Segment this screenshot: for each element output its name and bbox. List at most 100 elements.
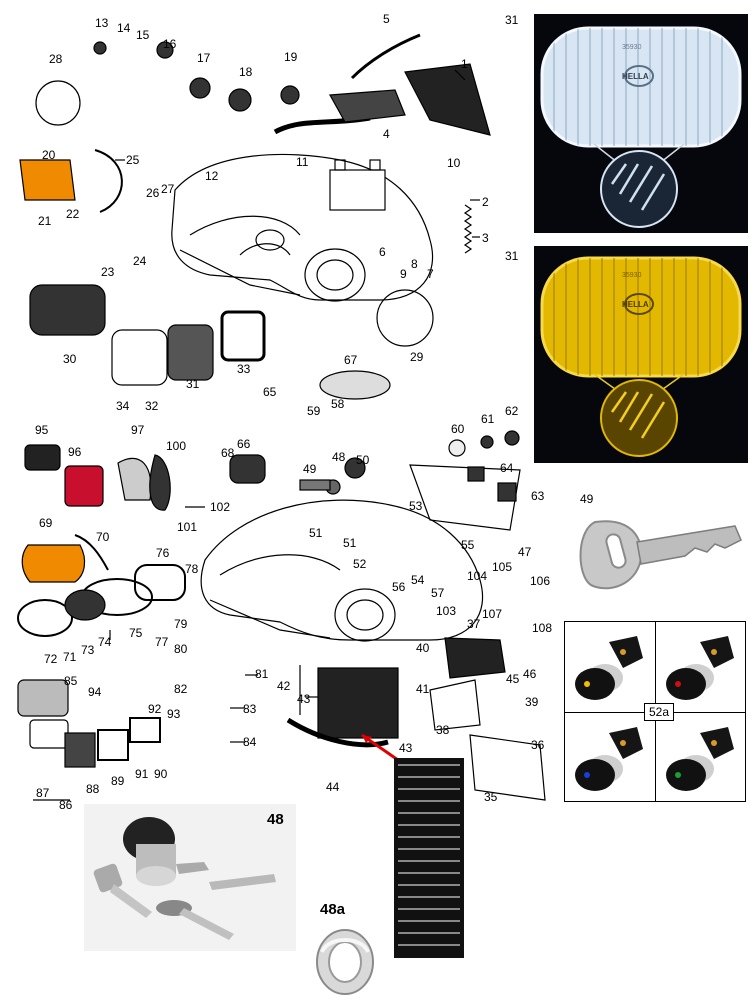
- callout-94: 94: [88, 685, 102, 699]
- callout-13: 13: [95, 16, 109, 30]
- callout-87: 87: [36, 786, 50, 800]
- callout-4: 4: [383, 127, 390, 141]
- callout-12: 12: [205, 169, 219, 183]
- callout-9: 9: [400, 267, 407, 281]
- callout-63: 63: [531, 489, 545, 503]
- callout-41: 41: [416, 682, 430, 696]
- callout-83: 83: [243, 702, 257, 716]
- callout-70: 70: [96, 530, 110, 544]
- callout-32: 32: [145, 399, 159, 413]
- callout-19: 19: [284, 50, 298, 64]
- callout-14: 14: [117, 21, 131, 35]
- ignition-callout: 48: [267, 811, 284, 828]
- clear-fog-lens-photo: HELLA 35930: [534, 14, 748, 233]
- key-photo: [575, 512, 747, 597]
- callout-38: 38: [436, 723, 450, 737]
- yellow-lens-callout: 31: [505, 249, 519, 263]
- callout-77: 77: [155, 635, 169, 649]
- switches-callout: 52a: [644, 703, 674, 721]
- callout-10: 10: [447, 156, 461, 170]
- callout-102: 102: [210, 500, 231, 514]
- decal-callout: 43: [399, 741, 413, 755]
- yellow-lens-brand: HELLA: [622, 300, 649, 309]
- callout-101: 101: [177, 520, 198, 534]
- callout-31: 31: [186, 377, 200, 391]
- callout-42: 42: [277, 679, 291, 693]
- callout-58: 58: [331, 397, 345, 411]
- callout-90: 90: [154, 767, 168, 781]
- yellow-fog-lens-photo: HELLA 35930: [534, 246, 748, 463]
- callout-54: 54: [411, 573, 425, 587]
- callout-100: 100: [166, 439, 187, 453]
- callout-95: 95: [35, 423, 49, 437]
- clear-lens-code: 35930: [622, 44, 642, 51]
- callout-47: 47: [518, 545, 532, 559]
- callout-16: 16: [163, 37, 177, 51]
- callout-96: 96: [68, 445, 82, 459]
- callout-1: 1: [461, 57, 468, 71]
- callout-84: 84: [243, 735, 257, 749]
- callout-23: 23: [101, 265, 115, 279]
- switch-green-dot: [656, 713, 746, 802]
- callout-8: 8: [411, 257, 418, 271]
- callout-91: 91: [135, 767, 149, 781]
- callout-62: 62: [505, 404, 519, 418]
- callout-18: 18: [239, 65, 253, 79]
- callout-88: 88: [86, 782, 100, 796]
- callout-61: 61: [481, 412, 495, 426]
- callout-25: 25: [126, 153, 140, 167]
- callout-6: 6: [379, 245, 386, 259]
- callout-49: 49: [303, 462, 317, 476]
- callout-85: 85: [64, 674, 78, 688]
- callout-73: 73: [81, 643, 95, 657]
- callout-51b: 51: [343, 536, 357, 550]
- callout-56: 56: [392, 580, 406, 594]
- callout-43: 43: [297, 692, 311, 706]
- callout-97: 97: [131, 423, 145, 437]
- callout-17: 17: [197, 51, 211, 65]
- callout-81: 81: [255, 667, 269, 681]
- callout-93: 93: [167, 707, 181, 721]
- callout-33: 33: [237, 362, 251, 376]
- clear-lens-callout: 31: [505, 13, 519, 27]
- callout-30: 30: [63, 352, 77, 366]
- callout-24: 24: [133, 254, 147, 268]
- callout-69: 69: [39, 516, 53, 530]
- callout-11: 11: [296, 155, 309, 169]
- callout-2: 2: [482, 195, 489, 209]
- callout-45: 45: [506, 672, 520, 686]
- callout-82: 82: [174, 682, 188, 696]
- callout-78: 78: [185, 562, 199, 576]
- callout-37: 37: [467, 617, 481, 631]
- callout-50: 50: [356, 453, 370, 467]
- callout-60: 60: [451, 422, 465, 436]
- callout-39: 39: [525, 695, 539, 709]
- callout-86: 86: [59, 798, 73, 812]
- callout-72: 72: [44, 652, 58, 666]
- label-decal: [394, 758, 464, 958]
- callout-53: 53: [409, 499, 423, 513]
- callout-64: 64: [500, 461, 514, 475]
- callout-59: 59: [307, 404, 321, 418]
- clear-lens-brand: HELLA: [622, 72, 649, 81]
- callout-106: 106: [530, 574, 551, 588]
- callout-68: 68: [221, 446, 235, 460]
- callout-36: 36: [531, 738, 545, 752]
- callout-21: 21: [38, 214, 52, 228]
- callout-48: 48: [332, 450, 346, 464]
- callout-79: 79: [174, 617, 188, 631]
- callout-74: 74: [98, 635, 112, 649]
- callout-65: 65: [263, 385, 277, 399]
- callout-75: 75: [129, 626, 143, 640]
- yellow-lens-code: 35930: [622, 272, 642, 279]
- callout-35: 35: [484, 790, 498, 804]
- callout-51a: 51: [309, 526, 323, 540]
- callout-57: 57: [431, 586, 445, 600]
- ignition-lock-photo: [84, 804, 296, 951]
- callout-67: 67: [344, 353, 358, 367]
- callout-44: 44: [326, 780, 340, 794]
- callout-80: 80: [174, 642, 188, 656]
- callout-40: 40: [416, 641, 430, 655]
- callout-92: 92: [148, 702, 162, 716]
